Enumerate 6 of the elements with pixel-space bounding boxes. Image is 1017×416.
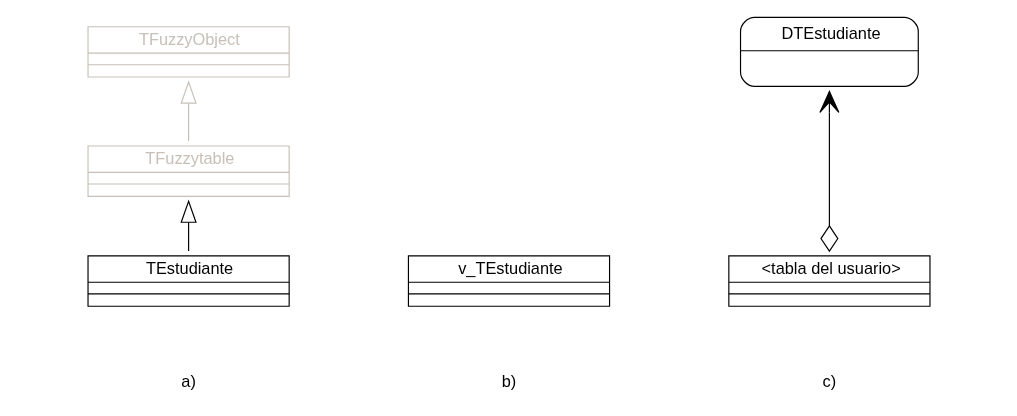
arrow xyxy=(818,90,839,253)
arrow xyxy=(179,80,197,142)
label: b) xyxy=(501,371,516,390)
label: a) xyxy=(180,371,196,390)
arrow xyxy=(179,199,197,252)
label: c) xyxy=(822,371,836,390)
